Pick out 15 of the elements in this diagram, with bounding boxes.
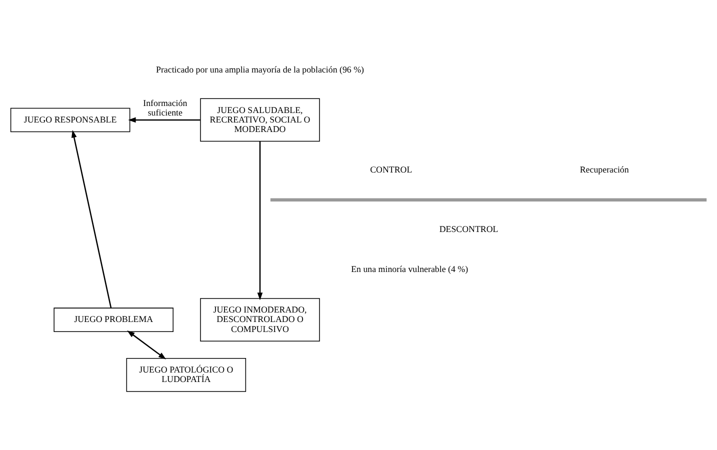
arrow [128, 117, 200, 123]
label: En una minoría vulnerable (4 %) [351, 264, 468, 274]
node-box: JUEGO PATOLÓGICO O LUDOPATÍA [126, 358, 246, 392]
arrow [71, 130, 112, 308]
edge-label: Información suficiente [143, 98, 188, 118]
arrow [257, 141, 263, 300]
label: CONTROL [370, 164, 412, 174]
node-box: JUEGO INMODERADO, DESCONTROLADO O COMPULSIVO [200, 298, 320, 342]
node-box: JUEGO RESPONSABLE [10, 108, 130, 132]
node-box: JUEGO SALUDABLE, RECREATIVO, SOCIAL O MODERADO [200, 98, 320, 142]
label: Practicado por una amplia mayoría de la población (96 %) [156, 64, 364, 74]
label: Recuperación [580, 164, 629, 174]
node-box: JUEGO PROBLEMA [54, 308, 174, 332]
arrow [127, 330, 166, 360]
label: DESCONTROL [439, 224, 498, 234]
